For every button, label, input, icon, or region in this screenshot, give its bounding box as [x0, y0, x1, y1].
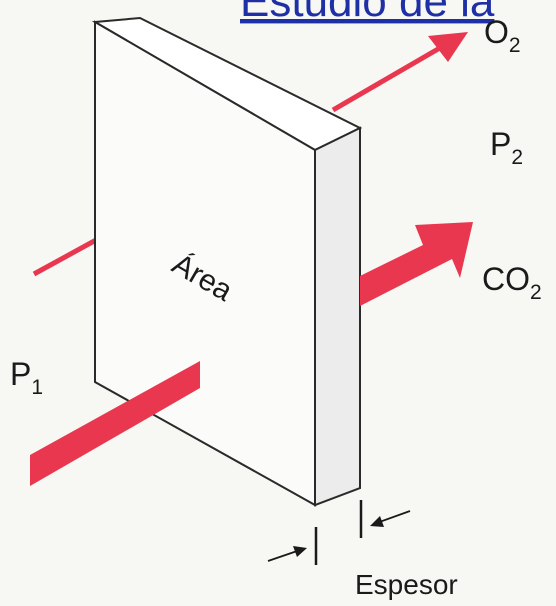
slab-side-face: [314, 126, 361, 507]
o2-arrowhead: [428, 32, 468, 62]
co2-label: CO2: [482, 261, 542, 304]
thickness-pointer-left-head: [293, 546, 307, 557]
slab-front-face: [94, 20, 316, 507]
thickness-pointer-right-head: [370, 516, 384, 527]
p2-label: P2: [490, 126, 523, 169]
o2-outgoing-line: [331, 42, 447, 113]
espesor-label: Espesor: [355, 569, 458, 600]
co2-incoming-bar: [30, 361, 200, 486]
co2-outgoing-arrow: [360, 222, 473, 306]
p1-label: P1: [10, 356, 43, 399]
page-title: Estudio de la: [240, 0, 495, 26]
o2-label: O2: [484, 14, 521, 57]
